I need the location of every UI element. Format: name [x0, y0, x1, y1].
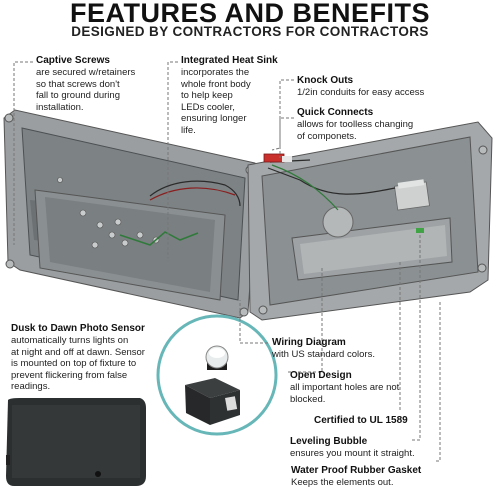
feature-certified: Certified to UL 1589 [314, 415, 464, 427]
feature-title: Wiring Diagram [272, 337, 346, 348]
feature-leveling-bubble: Leveling Bubble ensures you mount it str… [290, 436, 460, 460]
feature-quick-connects: Quick Connects allows for toolless chang… [297, 107, 497, 142]
page-title: FEATURES AND BENEFITS [69, 0, 430, 28]
leader-lines [13, 61, 441, 462]
feature-title: Water Proof Rubber Gasket [291, 465, 422, 476]
photo-sensor-detail [156, 314, 278, 436]
feature-title: Knock Outs [297, 75, 354, 86]
feature-title: Captive Screws [36, 55, 110, 66]
feature-title: Open Design [290, 370, 352, 381]
feature-title: Leveling Bubble [290, 436, 368, 447]
back-housing [247, 121, 493, 321]
front-cover-housing [3, 109, 259, 319]
feature-title: Quick Connects [297, 107, 374, 118]
feature-gasket: Water Proof Rubber Gasket Keeps the elem… [291, 465, 461, 489]
page-subtitle: DESIGNED BY CONTRACTORS FOR CONTRACTORS [71, 24, 429, 39]
feature-open-design: Open Design all important holes are not … [290, 370, 440, 405]
feature-photo-sensor: Dusk to Dawn Photo Sensor automatically … [11, 323, 211, 393]
feature-title: Dusk to Dawn Photo Sensor [11, 323, 145, 334]
feature-knock-outs: Knock Outs 1/2in conduits for easy acces… [297, 75, 497, 99]
feature-heat-sink: Integrated Heat Sink incorporates the wh… [181, 55, 291, 136]
feature-captive-screws: Captive Screws are secured w/retainers s… [36, 55, 176, 113]
feature-title: Integrated Heat Sink [181, 55, 278, 66]
feature-title: Certified to UL 1589 [314, 415, 408, 426]
feature-wiring-diagram: Wiring Diagram with US standard colors. [272, 337, 422, 361]
fixture-front-view [6, 398, 146, 486]
